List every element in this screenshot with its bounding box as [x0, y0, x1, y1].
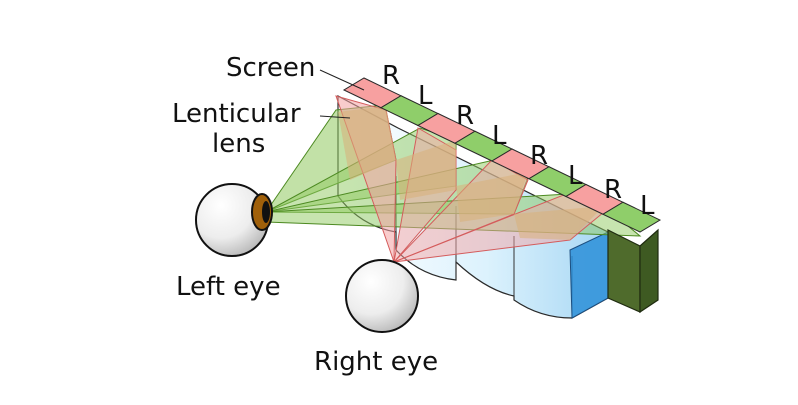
left-eye	[195, 183, 273, 257]
screen-leader-line	[319, 69, 365, 91]
strip-label: R	[382, 61, 400, 91]
overlap-region	[338, 106, 396, 180]
screen-side	[607, 228, 659, 314]
strip-label: L	[640, 191, 655, 221]
screen-strip-left	[601, 201, 662, 233]
screen-label: Screen	[226, 53, 315, 83]
screen-strips	[342, 77, 662, 233]
right-eye	[345, 259, 419, 333]
overlap-region	[396, 140, 456, 200]
left-eye-pupil	[262, 201, 270, 223]
strip-label: R	[604, 175, 622, 205]
overlap-region	[514, 206, 604, 240]
lenticular-label-line1: Lenticular	[172, 99, 301, 129]
ray-overlap	[338, 106, 604, 240]
lens-leader-line	[319, 115, 351, 119]
strip-label: L	[418, 81, 433, 111]
strip-label: L	[492, 121, 507, 151]
overlap-region	[456, 172, 528, 222]
leader-lines	[319, 69, 365, 119]
left-eye-label: Left eye	[176, 272, 281, 302]
screen-front-face	[607, 229, 641, 313]
right-eyeball	[345, 259, 419, 333]
strip-label: R	[456, 101, 474, 131]
strip-label: L	[568, 161, 583, 191]
strip-label: R	[530, 141, 548, 171]
lenticular-label-line2: lens	[212, 129, 265, 159]
screen-end-face	[639, 228, 659, 314]
right-eye-label: Right eye	[314, 347, 438, 377]
